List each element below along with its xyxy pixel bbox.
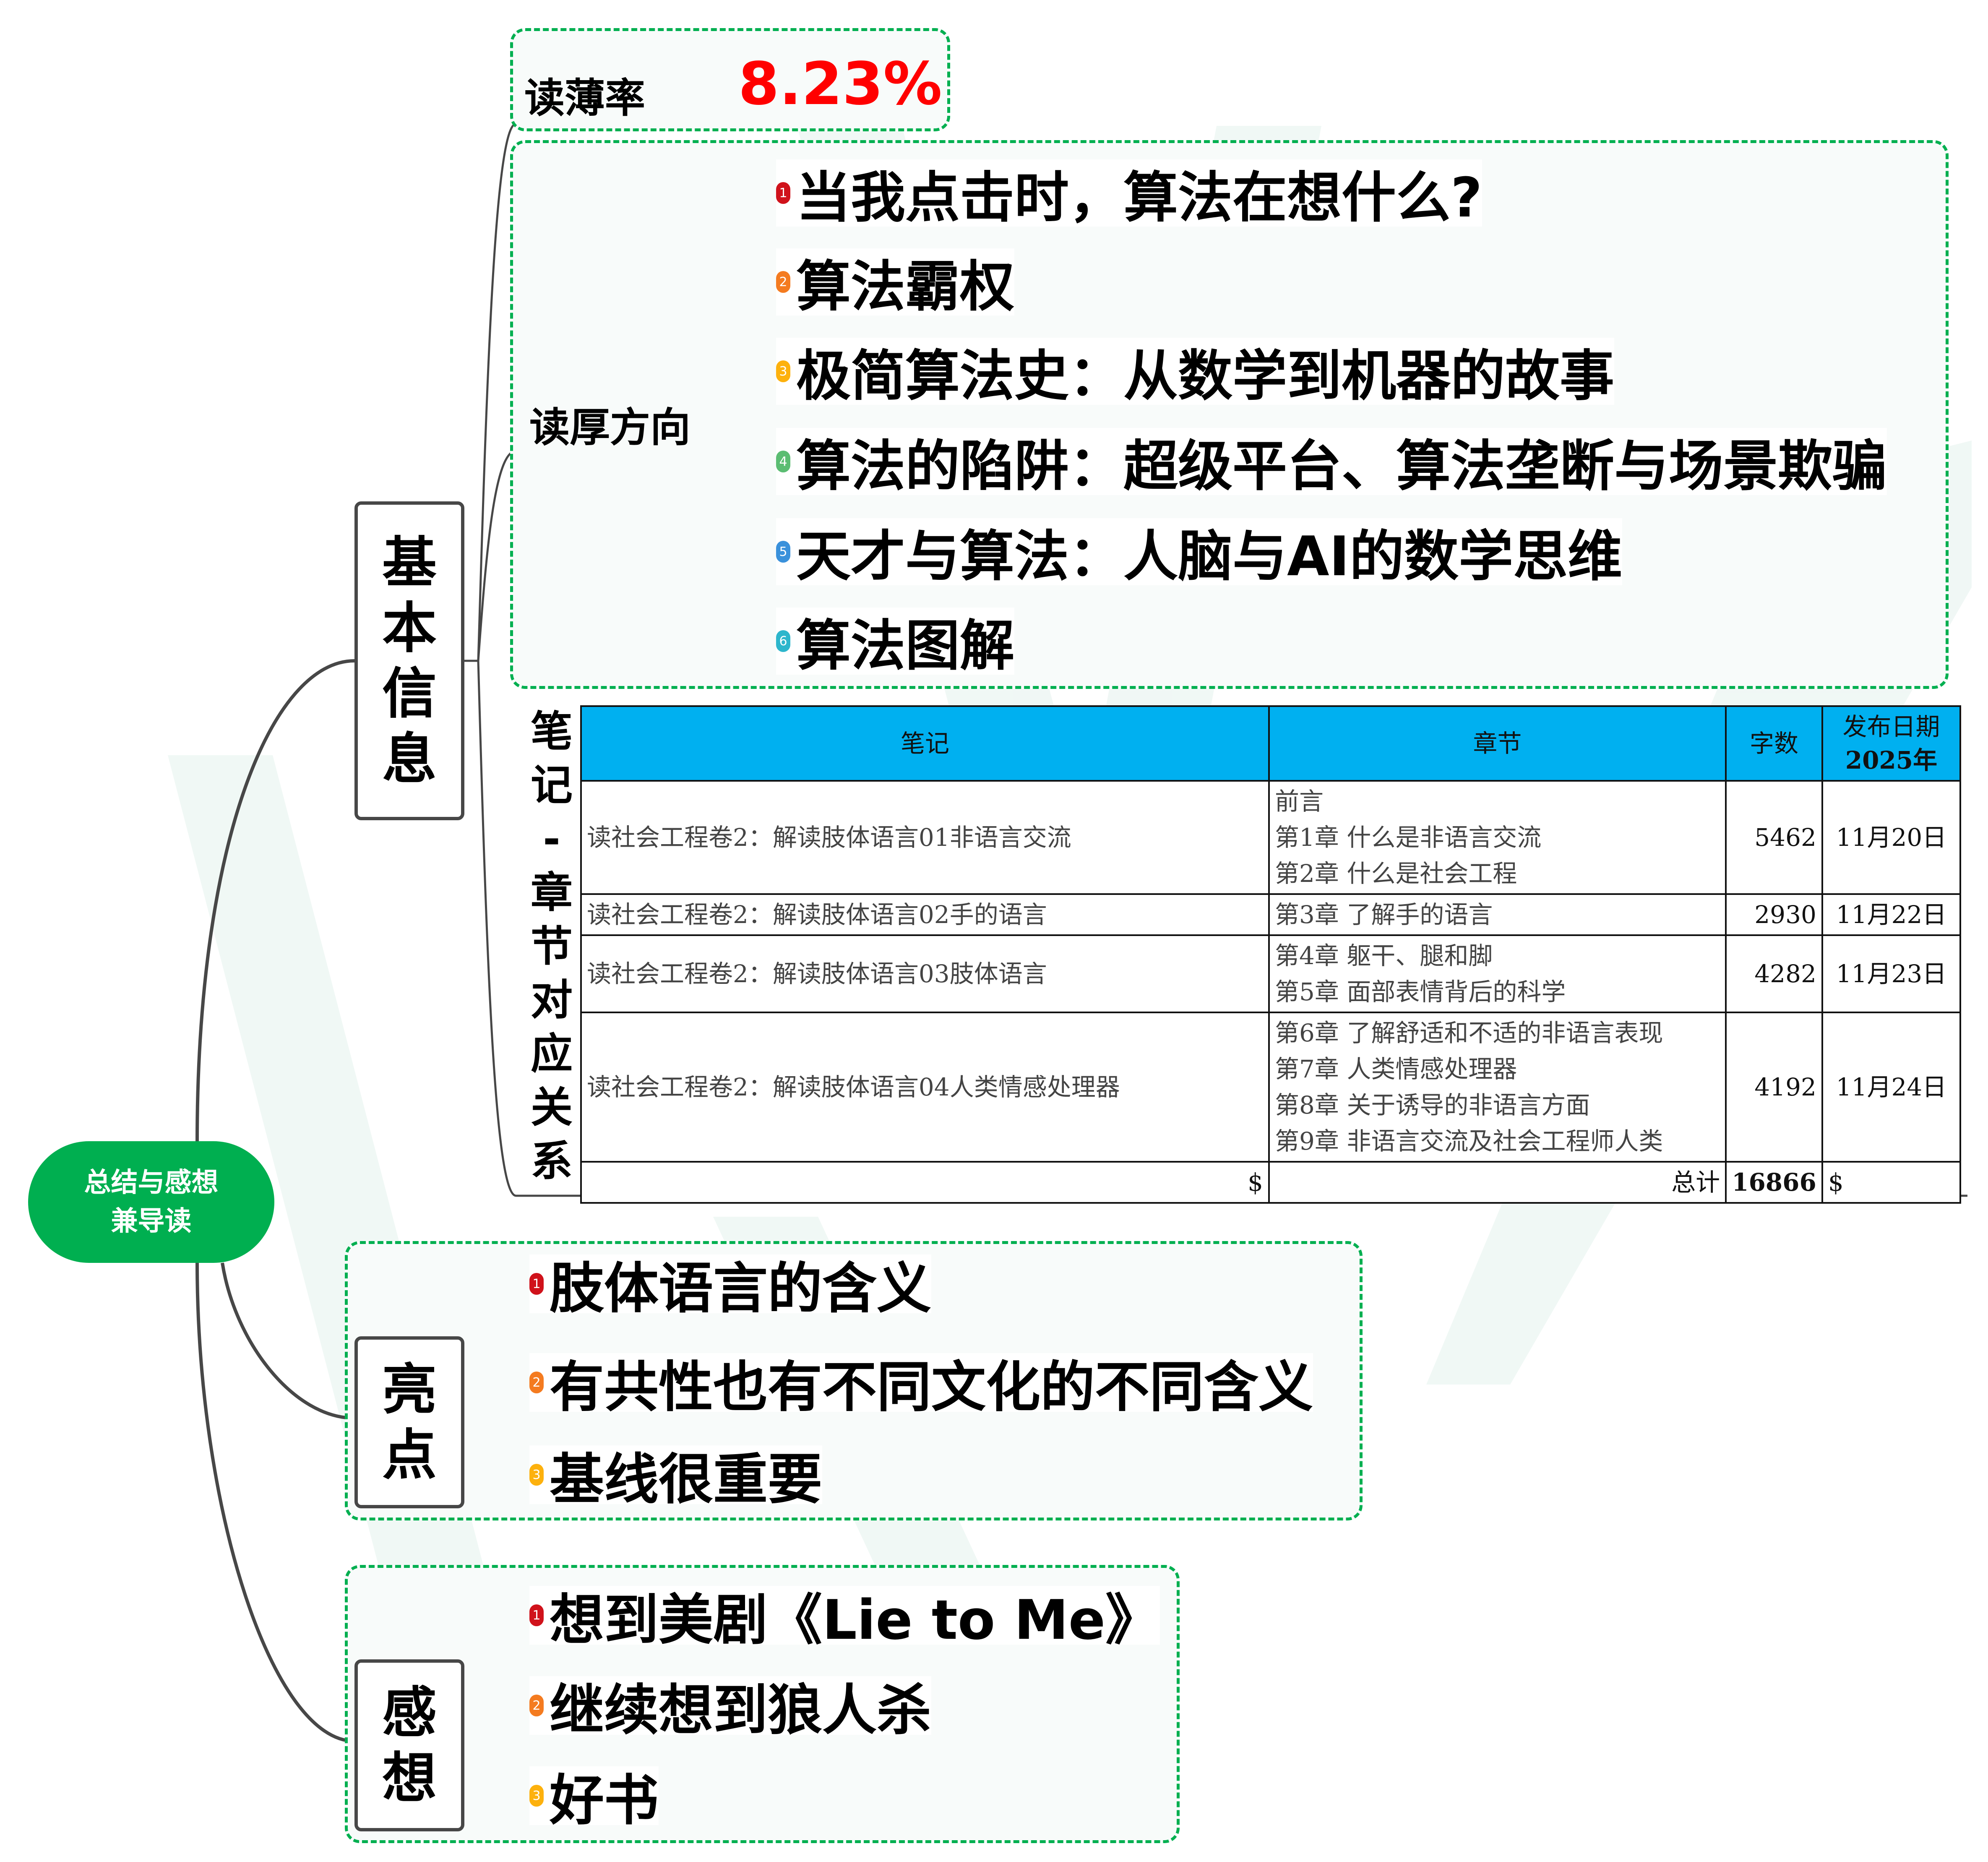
thought-item[interactable]: 3 好书 (529, 1766, 659, 1832)
chapter-cell: 第3章 了解手的语言 (1268, 893, 1727, 936)
total-label-cell: 总计 (1268, 1161, 1727, 1204)
column-header-chapter: 章节 (1268, 705, 1727, 782)
number-3-icon: 3 (529, 1464, 544, 1486)
highlights-node[interactable]: 亮 点 (354, 1336, 464, 1508)
chapter-cell: 第6章 了解舒适和不适的非语言表现 第7章 人类情感处理器 第8章 关于诱导的非… (1268, 1012, 1727, 1163)
thought-item[interactable]: 2 继续想到狼人杀 (529, 1676, 932, 1742)
notes-mapping-label[interactable]: 笔 记 - 章 节 对 应 关 系 (531, 707, 573, 1186)
basic-info-char: 本 (382, 596, 437, 660)
chapter-cell: 第4章 躯干、腿和脚 第5章 面部表情背后的科学 (1268, 934, 1727, 1013)
note-cell: 读社会工程卷2：解读肢体语言01非语言交流 (580, 780, 1270, 895)
read-thick-item[interactable]: 6 算法图解 (776, 608, 1015, 678)
basic-info-node[interactable]: 基 本 信 息 (354, 501, 464, 820)
number-1-icon: 1 (529, 1273, 544, 1295)
basic-info-char: 信 (382, 662, 437, 725)
read-thick-group (510, 140, 1949, 689)
basic-info-char: 息 (382, 727, 437, 791)
table-row: 读社会工程卷2：解读肢体语言02手的语言 第3章 了解手的语言 2930 11月… (580, 893, 1962, 936)
highlight-item[interactable]: 2 有共性也有不同文化的不同含义 (529, 1353, 1313, 1419)
number-2-icon: 2 (776, 271, 790, 293)
note-cell: 读社会工程卷2：解读肢体语言03肢体语言 (580, 934, 1270, 1013)
root-title-line2: 兼导读 (111, 1206, 192, 1237)
words-cell: 4192 (1725, 1012, 1823, 1163)
root-title-line1: 总结与感想 (84, 1167, 219, 1198)
date-cell: 11月20日 (1821, 780, 1962, 895)
number-5-icon: 5 (776, 541, 790, 563)
basic-info-char: 基 (382, 531, 437, 595)
read-thick-item[interactable]: 5 天才与算法：人脑与AI的数学思维 (776, 518, 1622, 588)
table-total-row: $ 总计 16866 $ (580, 1161, 1962, 1204)
number-1-icon: 1 (776, 182, 790, 204)
read-thick-item[interactable]: 2 算法霸权 (776, 248, 1015, 318)
date-cell: 11月24日 (1821, 1012, 1962, 1163)
table-row: 读社会工程卷2：解读肢体语言03肢体语言 第4章 躯干、腿和脚 第5章 面部表情… (580, 934, 1962, 1013)
date-cell: 11月23日 (1821, 934, 1962, 1013)
number-6-icon: 6 (776, 630, 790, 652)
notes-chapter-table: 笔记 章节 字数 发布日期 2025年 读社会工程卷2：解读肢体语言01非语言交… (580, 705, 1962, 1204)
note-cell: 读社会工程卷2：解读肢体语言02手的语言 (580, 893, 1270, 936)
number-2-icon: 2 (529, 1695, 544, 1716)
table-header-row: 笔记 章节 字数 发布日期 2025年 (580, 705, 1962, 782)
note-cell: 读社会工程卷2：解读肢体语言04人类情感处理器 (580, 1012, 1270, 1163)
number-4-icon: 4 (776, 451, 790, 472)
highlight-item[interactable]: 1 肢体语言的含义 (529, 1254, 932, 1320)
words-cell: 4282 (1725, 934, 1823, 1013)
read-thin-label[interactable]: 读薄率 (524, 74, 645, 122)
table-row: 读社会工程卷2：解读肢体语言04人类情感处理器 第6章 了解舒适和不适的非语言表… (580, 1012, 1962, 1163)
number-2-icon: 2 (529, 1372, 544, 1393)
number-1-icon: 1 (529, 1604, 544, 1626)
table-row: 读社会工程卷2：解读肢体语言01非语言交流 前言 第1章 什么是非语言交流 第2… (580, 780, 1962, 895)
total-note-cell: $ (580, 1161, 1270, 1204)
thought-item[interactable]: 1 想到美剧《Lie to Me》 (529, 1586, 1160, 1652)
column-header-date: 发布日期 2025年 (1821, 705, 1962, 782)
number-3-icon: 3 (529, 1785, 544, 1807)
root-node[interactable]: 总结与感想 兼导读 (28, 1141, 274, 1263)
column-header-words: 字数 (1725, 705, 1823, 782)
date-cell: 11月22日 (1821, 893, 1962, 936)
thoughts-node[interactable]: 感 想 (354, 1659, 464, 1831)
words-cell: 5462 (1725, 780, 1823, 895)
total-date-cell: $ (1821, 1161, 1962, 1204)
read-thick-item[interactable]: 4 算法的陷阱：超级平台、算法垄断与场景欺骗 (776, 428, 1887, 498)
read-thick-item[interactable]: 1 当我点击时，算法在想什么? (776, 159, 1483, 229)
total-words-cell: 16866 (1725, 1161, 1823, 1204)
read-thick-item[interactable]: 3 极简算法史：从数学到机器的故事 (776, 338, 1615, 408)
read-thick-label[interactable]: 读厚方向 (529, 404, 690, 451)
column-header-note: 笔记 (580, 705, 1270, 782)
words-cell: 2930 (1725, 893, 1823, 936)
read-thin-value[interactable]: 8.23% (738, 50, 942, 118)
highlight-item[interactable]: 3 基线很重要 (529, 1445, 823, 1511)
number-3-icon: 3 (776, 360, 790, 382)
read-thin-group (510, 28, 950, 131)
chapter-cell: 前言 第1章 什么是非语言交流 第2章 什么是社会工程 (1268, 780, 1727, 895)
